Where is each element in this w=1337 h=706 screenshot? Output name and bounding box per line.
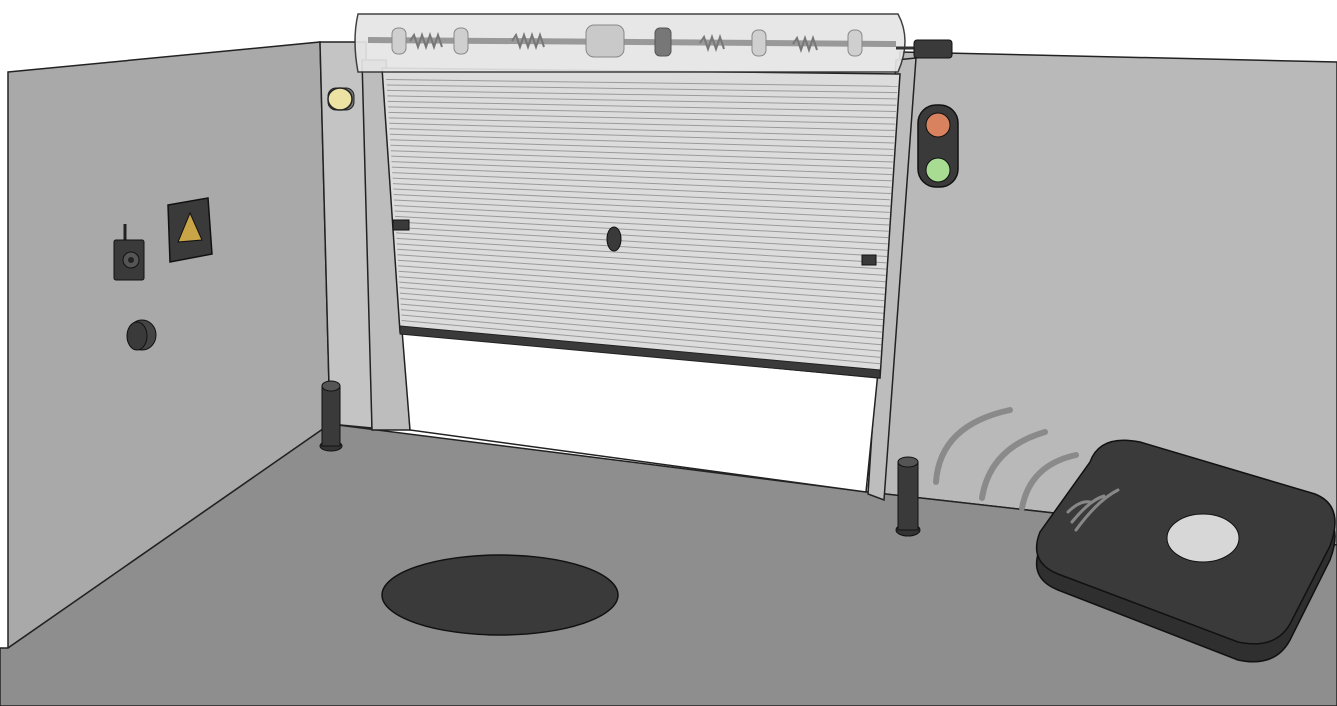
- key-switch: [127, 320, 156, 350]
- flashing-lamp: [328, 88, 354, 110]
- shutter-handle: [607, 227, 621, 251]
- safety-post-left: [320, 381, 342, 451]
- roller-housing: [355, 14, 905, 72]
- pad-button: [1167, 514, 1239, 562]
- latch-right: [862, 255, 876, 265]
- latch-left: [393, 220, 409, 230]
- control-box: [168, 198, 212, 262]
- green-light: [926, 158, 950, 182]
- traffic-light: [918, 105, 958, 187]
- red-light: [926, 113, 950, 137]
- safety-post-right: [896, 457, 920, 536]
- floor-mat: [382, 555, 618, 635]
